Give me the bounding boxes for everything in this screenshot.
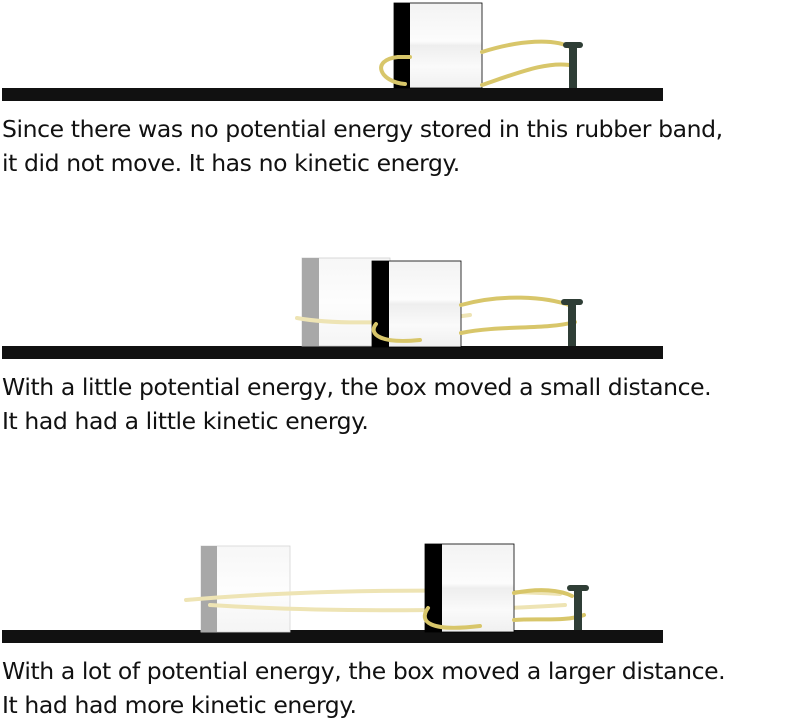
box-icon	[424, 543, 515, 633]
nail-icon	[567, 585, 589, 630]
panel-no-energy	[2, 2, 663, 101]
caption-line: With a little potential energy, the box …	[2, 373, 712, 401]
nail-icon	[561, 299, 583, 346]
caption-little-energy: With a little potential energy, the box …	[2, 370, 790, 438]
ground-line-icon	[2, 630, 663, 643]
panel-little-energy	[2, 257, 663, 359]
caption-line: Since there was no potential energy stor…	[2, 115, 723, 143]
caption-line: It had had more kinetic energy.	[2, 691, 357, 719]
box-icon	[371, 260, 462, 348]
caption-line: With a lot of potential energy, the box …	[2, 657, 726, 685]
caption-no-energy: Since there was no potential energy stor…	[2, 112, 790, 180]
ground-line-icon	[2, 88, 663, 101]
nail-icon	[563, 42, 583, 88]
caption-lot-energy: With a lot of potential energy, the box …	[2, 654, 790, 722]
caption-line: It had had a little kinetic energy.	[2, 407, 369, 435]
caption-line: it did not move. It has no kinetic energ…	[2, 149, 460, 177]
ground-line-icon	[2, 346, 663, 359]
box-start-position-icon	[200, 545, 291, 633]
panel-lot-energy	[2, 543, 663, 643]
box-icon	[393, 2, 483, 89]
